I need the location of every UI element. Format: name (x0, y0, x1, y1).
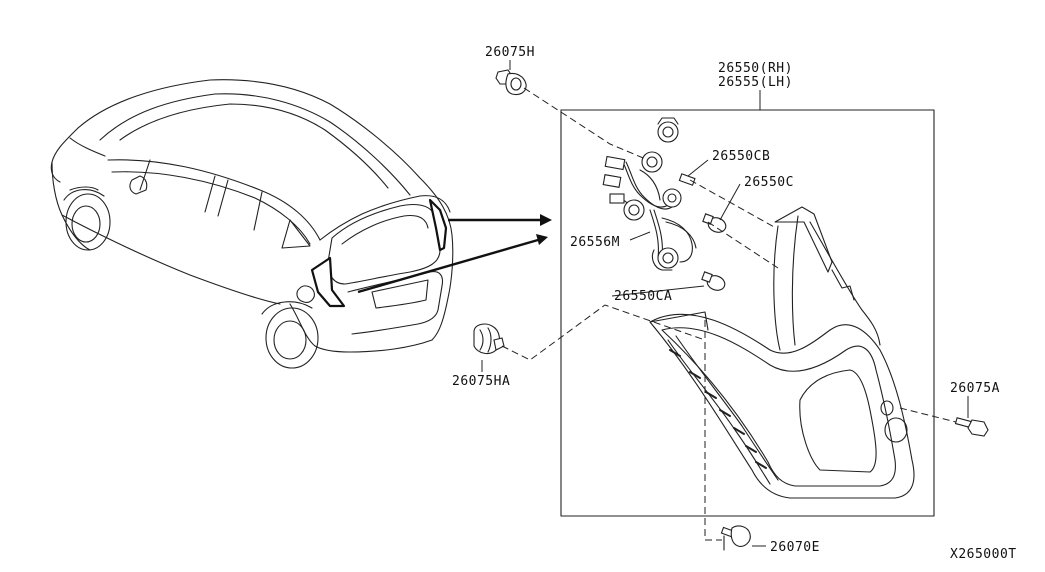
arrow-upper (448, 214, 552, 226)
car-illustration (50, 79, 454, 369)
diagram-code: X265000T (950, 547, 1017, 562)
label-26550cb: 26550CB (712, 149, 770, 164)
label-26550ca: 26550CA (614, 289, 672, 304)
screw-26070e (720, 525, 751, 551)
arrow-lower (357, 234, 548, 294)
wedge-bulb-small (678, 173, 696, 186)
bolt-26075a (954, 417, 989, 437)
clip-26075h (495, 69, 527, 96)
dashed-reference-lines (501, 87, 957, 541)
label-26555-lh: 26555(LH) (718, 75, 793, 90)
bulb-26550c (702, 213, 727, 233)
label-26075ha: 26075HA (452, 374, 510, 389)
label-26556m: 26556M (570, 235, 620, 250)
bulb-26550ca (701, 271, 726, 291)
label-26550-rh: 26550(RH) (718, 61, 793, 76)
assembly-frame (560, 109, 935, 517)
label-26075a: 26075A (950, 381, 1000, 396)
label-26070e: 26070E (770, 540, 820, 555)
grommet-26075ha (473, 323, 505, 355)
tail-lamp-body (649, 206, 915, 499)
wiring-harness (602, 117, 697, 271)
leader-lines (481, 60, 969, 547)
label-26550c: 26550C (744, 175, 794, 190)
label-26075h: 26075H (485, 45, 535, 60)
